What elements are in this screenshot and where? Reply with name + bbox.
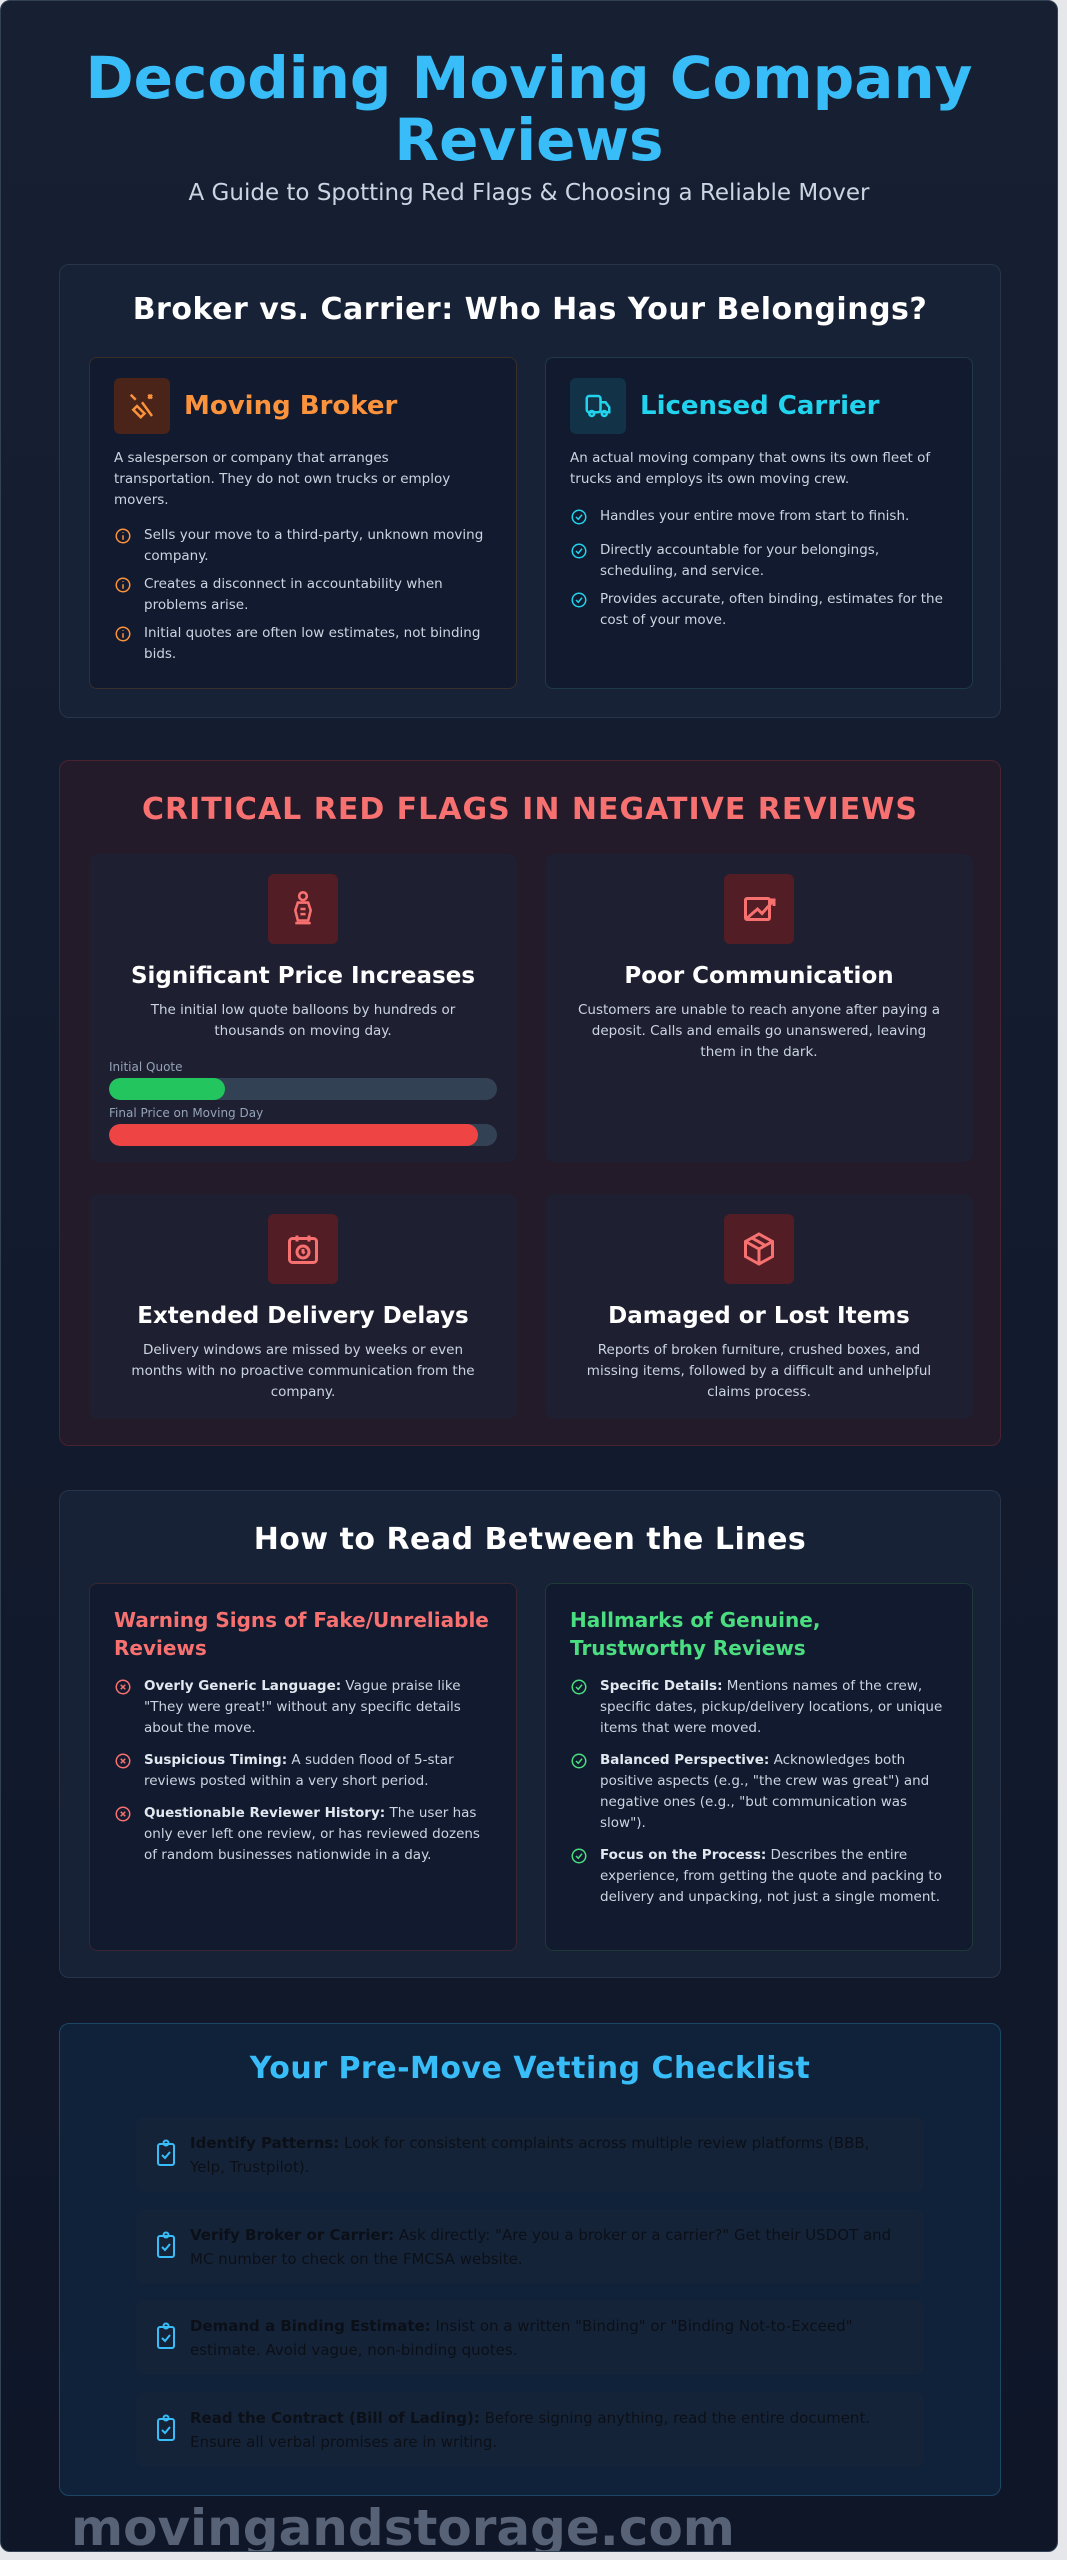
x-circle-icon	[114, 1750, 132, 1792]
bar-label: Final Price on Moving Day	[109, 1106, 264, 1120]
list-item: Initial quotes are often low estimates, …	[114, 623, 492, 665]
list-item: Directly accountable for your belongings…	[570, 540, 948, 582]
checklist-item: Read the Contract (Bill of Lading): Befo…	[136, 2392, 924, 2467]
card-title: Licensed Carrier	[640, 391, 880, 421]
red-flag-title: Poor Communication	[624, 963, 894, 989]
x-circle-icon	[114, 1803, 132, 1866]
hallmark-item: Focus on the Process: Describes the enti…	[570, 1845, 948, 1908]
check-circle-icon	[570, 1750, 588, 1834]
list-item: Provides accurate, often binding, estima…	[570, 589, 948, 631]
section-title: CRITICAL RED FLAGS IN NEGATIVE REVIEWS	[142, 792, 918, 827]
page-title: Decoding Moving Company Reviews	[85, 44, 973, 174]
broken-box-icon	[724, 1214, 794, 1284]
checklist-item: Demand a Binding Estimate: Insist on a w…	[136, 2300, 924, 2375]
card-title: Moving Broker	[184, 391, 398, 421]
x-circle-icon	[114, 1676, 132, 1739]
list-item: Creates a disconnect in accountability w…	[114, 574, 492, 616]
broker-card: Moving Broker A salesperson or company t…	[89, 357, 517, 689]
price-bar-track	[109, 1078, 497, 1100]
red-flag-description: Delivery windows are missed by weeks or …	[131, 1342, 475, 1400]
unlink-icon	[114, 378, 170, 434]
check-circle-icon	[570, 540, 588, 582]
warning-item: Overly Generic Language: Vague praise li…	[114, 1676, 492, 1739]
watermark: movingandstorage.com	[71, 2499, 735, 2552]
red-flag-description: Customers are unable to reach anyone aft…	[577, 1002, 940, 1060]
price-bar-track	[109, 1124, 497, 1146]
watermark-text: movingandstorage.com	[71, 2499, 735, 2552]
truck-icon	[570, 378, 626, 434]
card-description: An actual moving company that owns its o…	[570, 450, 931, 487]
check-circle-icon	[570, 1845, 588, 1908]
read-between-section: How to Read Between the Lines Warning Si…	[59, 1490, 1001, 1978]
price-bar-fill	[109, 1124, 478, 1146]
warning-item: Suspicious Timing: A sudden flood of 5-s…	[114, 1750, 492, 1792]
genuine-hallmarks-card: Hallmarks of Genuine, Trustworthy Review…	[545, 1583, 973, 1951]
section-title: Broker vs. Carrier: Who Has Your Belongi…	[132, 292, 928, 327]
red-flag-description: The initial low quote balloons by hundre…	[150, 1002, 456, 1039]
info-icon	[114, 574, 132, 616]
checklist-item: Verify Broker or Carrier: Ask directly: …	[136, 2209, 924, 2284]
card-title: Hallmarks of Genuine, Trustworthy Review…	[570, 1608, 821, 1660]
money-bag-icon	[268, 874, 338, 944]
checklist-section: Your Pre-Move Vetting Checklist Identify…	[59, 2023, 1001, 2496]
check-circle-icon	[570, 589, 588, 631]
info-icon	[114, 623, 132, 665]
broker-vs-carrier-section: Broker vs. Carrier: Who Has Your Belongi…	[59, 264, 1001, 718]
red-flag-title: Significant Price Increases	[130, 963, 476, 989]
check-circle-icon	[570, 506, 588, 533]
red-flag-title: Damaged or Lost Items	[608, 1303, 910, 1329]
info-icon	[114, 525, 132, 567]
chart-up-icon	[724, 874, 794, 944]
clipboard-check-icon	[156, 2322, 176, 2354]
clipboard-check-icon	[156, 2414, 176, 2446]
list-item: Sells your move to a third-party, unknow…	[114, 525, 492, 567]
red-flag-description: Reports of broken furniture, crushed box…	[586, 1342, 932, 1400]
warning-signs-card: Warning Signs of Fake/Unreliable Reviews…	[89, 1583, 517, 1951]
price-bar-fill	[109, 1078, 226, 1100]
warning-item: Questionable Reviewer History: The user …	[114, 1803, 492, 1866]
checklist-item: Identify Patterns: Look for consistent c…	[136, 2117, 924, 2192]
card-description: A salesperson or company that arranges t…	[114, 450, 451, 508]
section-title: Your Pre-Move Vetting Checklist	[249, 2051, 811, 2086]
hallmark-item: Balanced Perspective: Acknowledges both …	[570, 1750, 948, 1834]
card-title: Warning Signs of Fake/Unreliable Reviews	[114, 1608, 489, 1660]
section-title: How to Read Between the Lines	[253, 1522, 807, 1557]
clipboard-check-icon	[156, 2231, 176, 2263]
red-flags-section: CRITICAL RED FLAGS IN NEGATIVE REVIEWS S…	[59, 760, 1001, 1446]
page-subtitle: A Guide to Spotting Red Flags & Choosing…	[188, 180, 870, 206]
red-flag-title: Extended Delivery Delays	[137, 1303, 469, 1329]
clipboard-check-icon	[156, 2139, 176, 2171]
carrier-card: Licensed Carrier An actual moving compan…	[545, 357, 973, 689]
check-circle-icon	[570, 1676, 588, 1739]
bar-label: Initial Quote	[109, 1060, 183, 1074]
list-item: Handles your entire move from start to f…	[570, 506, 948, 533]
hallmark-item: Specific Details: Mentions names of the …	[570, 1676, 948, 1739]
calendar-clock-icon	[268, 1214, 338, 1284]
